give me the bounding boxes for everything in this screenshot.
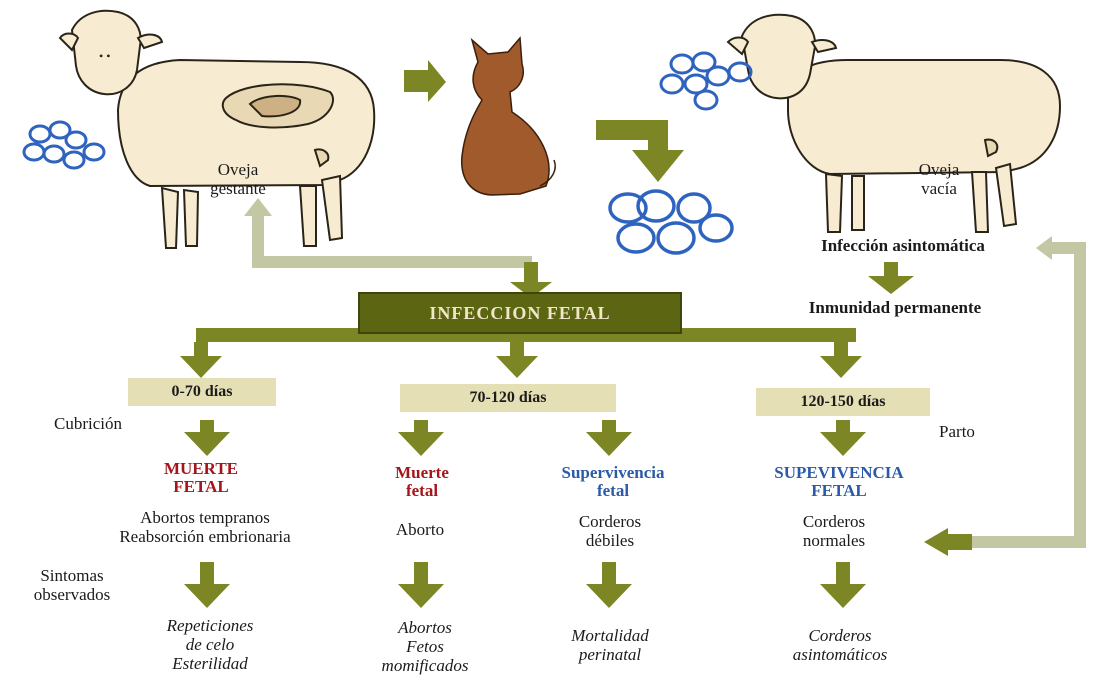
effect-col2: Aborto	[368, 520, 472, 539]
supevivencia-fetal-line1: SUPEVIVENCIA	[736, 464, 942, 482]
muerte-fetal-upper-line2: FETAL	[136, 478, 266, 496]
supevivencia-fetal: SUPEVIVENCIA FETAL	[736, 464, 942, 500]
result-col2: Abortos Fetos momificados	[350, 618, 500, 675]
arrow-down-2	[496, 342, 538, 378]
muerte-fetal-lower-line1: Muerte	[370, 464, 474, 482]
dotted-connector	[258, 210, 532, 262]
arrow-to-normales	[924, 528, 972, 556]
cubricion-label: Cubrición	[36, 414, 140, 433]
stage-0-70-box: 0-70 días	[128, 378, 276, 406]
stage-70-120-box: 70-120 días	[400, 384, 616, 412]
muerte-fetal-lower-line2: fetal	[370, 482, 474, 500]
sintomas-line1: Sintomas	[20, 566, 124, 585]
result-col3: Mortalidad perinatal	[540, 626, 680, 664]
empty-sheep-label: Oveja vacía	[894, 160, 984, 198]
result-col1-line3: Esterilidad	[130, 654, 290, 673]
supevivencia-fetal-line2: FETAL	[736, 482, 942, 500]
oocyst-icon	[661, 53, 751, 109]
result-col1-line2: de celo	[130, 635, 290, 654]
cat-icon	[462, 38, 555, 195]
effect-col1-line2: Reabsorción embrionaria	[60, 527, 350, 546]
result-col2-line3: momificados	[350, 656, 500, 675]
result-col4-line2: asintomáticos	[760, 645, 920, 664]
effect-col4-line1: Corderos	[764, 512, 904, 531]
effect-col1: Abortos tempranos Reabsorción embrionari…	[60, 508, 350, 546]
effect-col3-line2: débiles	[540, 531, 680, 550]
result-col1-line1: Repeticiones	[130, 616, 290, 635]
effect-col3: Corderos débiles	[540, 512, 680, 550]
oocyst-icon	[24, 122, 104, 168]
dotted-arrow-up	[244, 198, 272, 216]
supervivencia-fetal: Supervivencia fetal	[528, 464, 698, 500]
supervivencia-fetal-line2: fetal	[528, 482, 698, 500]
effect-col4-line2: normales	[764, 531, 904, 550]
pregnant-sheep-label: Oveja gestante	[188, 160, 288, 198]
result-col3-line2: perinatal	[540, 645, 680, 664]
empty-sheep-label-line1: Oveja	[894, 160, 984, 179]
arrow-down-1	[180, 342, 222, 378]
result-col2-line2: Fetos	[350, 637, 500, 656]
fetal-infection-banner: INFECCION FETAL	[358, 292, 682, 334]
effect-col3-line1: Corderos	[540, 512, 680, 531]
arrow-right	[404, 60, 446, 102]
effect-col1-line1: Abortos tempranos	[60, 508, 350, 527]
pregnant-sheep-label-line1: Oveja	[188, 160, 288, 179]
sintomas-line2: observados	[20, 585, 124, 604]
dotted-connector-right	[948, 248, 1080, 542]
result-col4: Corderos asintomáticos	[760, 626, 920, 664]
empty-sheep-icon	[728, 15, 1060, 232]
stage-120-150-box: 120-150 días	[756, 388, 930, 416]
permanent-immunity-label: Inmunidad permanente	[764, 298, 1026, 317]
asymptomatic-infection-label: Infección asintomática	[768, 236, 1038, 255]
result-col4-line1: Corderos	[760, 626, 920, 645]
result-col2-line1: Abortos	[350, 618, 500, 637]
muerte-fetal-upper-line1: MUERTE	[136, 460, 266, 478]
empty-sheep-label-line2: vacía	[894, 179, 984, 198]
muerte-fetal-lower: Muerte fetal	[370, 464, 474, 500]
dotted-arrow-left	[1036, 236, 1052, 260]
result-col1: Repeticiones de celo Esterilidad	[130, 616, 290, 673]
pregnant-sheep-label-line2: gestante	[188, 179, 288, 198]
pregnant-sheep-icon	[60, 11, 374, 248]
arrow-bent	[596, 120, 684, 182]
effect-col4: Corderos normales	[764, 512, 904, 550]
result-col3-line1: Mortalidad	[540, 626, 680, 645]
supervivencia-fetal-line1: Supervivencia	[528, 464, 698, 482]
sheep-eyes-left: • •	[99, 49, 110, 63]
parto-label: Parto	[924, 422, 990, 441]
sintomas-label: Sintomas observados	[20, 566, 124, 604]
arrow-down-3	[820, 342, 862, 378]
oocyst-icon	[610, 191, 732, 253]
muerte-fetal-upper: MUERTE FETAL	[136, 460, 266, 496]
arrow-immunity	[868, 262, 914, 294]
